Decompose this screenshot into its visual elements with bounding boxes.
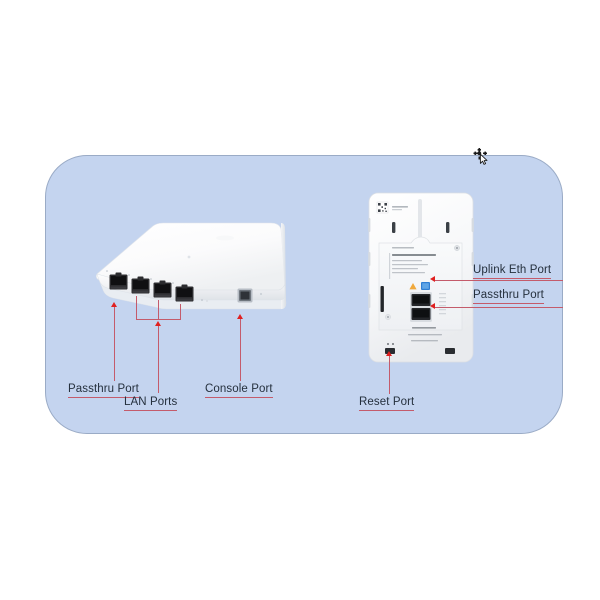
label-underline: [473, 278, 552, 279]
passthru-leader-left: [114, 307, 115, 381]
label-underline: [205, 397, 273, 398]
status-dot: [187, 255, 191, 259]
console-leader: [240, 319, 241, 381]
label-reset-port: Reset Port: [359, 396, 415, 411]
warning-icon: [409, 283, 417, 290]
console-arrow: [236, 314, 243, 319]
label-passthru-port-left: Passthru Port: [68, 383, 139, 398]
product-label-text: [389, 247, 436, 279]
label-passthru-port-right: Passthru Port: [473, 289, 544, 304]
label-uplink-eth-port-text: Uplink Eth Port: [473, 264, 552, 276]
label-console-port-text: Console Port: [205, 383, 273, 395]
qr-code: [376, 201, 389, 214]
move-cursor: [472, 146, 492, 166]
rear-port-stack: [410, 292, 432, 322]
uplink-arrow: [430, 276, 435, 282]
lan-leader-tick-3: [158, 300, 159, 319]
lan-arrow: [154, 321, 161, 326]
lan-leader-tick-2: [136, 296, 137, 319]
passthru-arrow-left: [110, 302, 117, 307]
lan-leader-tick-4: [180, 304, 181, 319]
label-underline: [473, 303, 544, 304]
console-port-opening: [237, 288, 263, 303]
label-passthru-port-left-text: Passthru Port: [68, 383, 139, 395]
reset-leader: [389, 356, 390, 394]
rj45-port-group: [106, 270, 194, 302]
reset-arrow: [385, 351, 392, 356]
passthru-arrow-right: [430, 303, 435, 309]
passthru-leader-right: [435, 306, 563, 308]
label-underline: [359, 410, 415, 411]
label-lan-ports-text: LAN Ports: [124, 396, 178, 408]
label-uplink-eth-port: Uplink Eth Port: [473, 264, 552, 279]
lan-leader-stem: [158, 326, 159, 393]
right-access-point-image: [366, 190, 476, 365]
uplink-leader: [435, 279, 563, 281]
lan-leader-bracket: [136, 319, 181, 320]
label-reset-port-text: Reset Port: [359, 396, 415, 408]
label-passthru-port-right-text: Passthru Port: [473, 289, 544, 301]
label-console-port: Console Port: [205, 383, 273, 398]
left-access-point-image: [85, 212, 290, 337]
label-lan-ports: LAN Ports: [124, 396, 178, 411]
label-underline: [124, 410, 178, 411]
label-underline: [68, 397, 139, 398]
